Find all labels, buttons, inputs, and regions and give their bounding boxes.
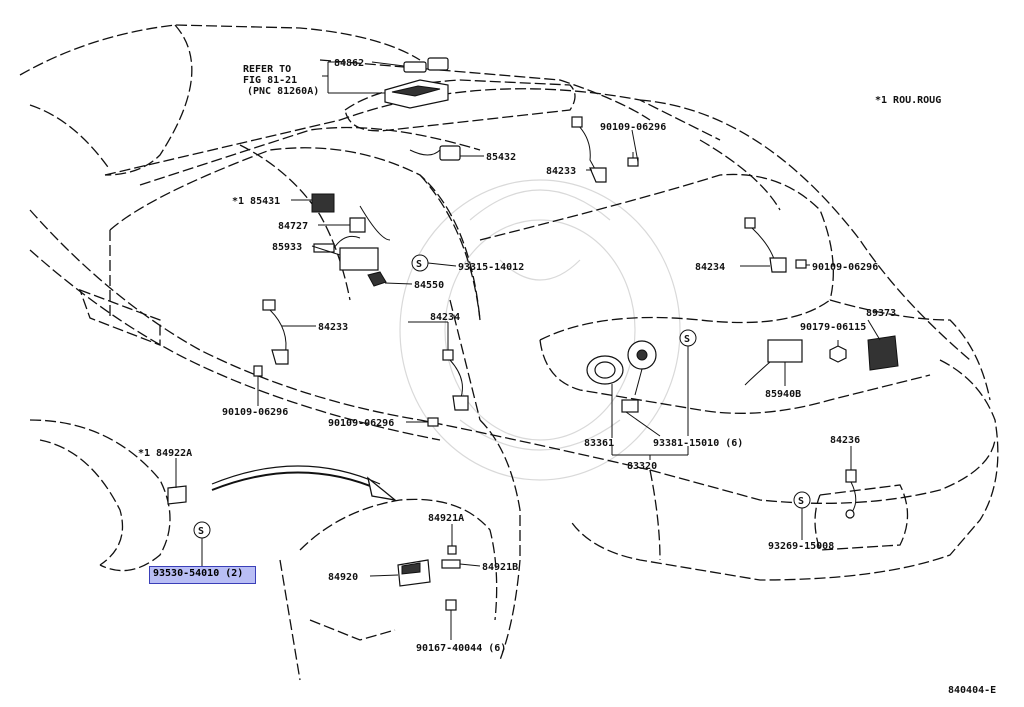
part-90167-screw[interactable] (445, 599, 457, 611)
label-84862[interactable]: 84862 (334, 58, 364, 69)
label-93381[interactable]: 93381-15010 (6) (653, 438, 743, 449)
label-84727[interactable]: 84727 (278, 221, 308, 232)
part-85431-switch[interactable] (311, 193, 335, 213)
part-84550-clip[interactable] (367, 271, 387, 287)
part-83361-gasket[interactable] (586, 355, 624, 385)
s-symbol-93381: S (679, 329, 697, 347)
part-84922a-switch[interactable] (167, 485, 187, 505)
s-symbol-93315: S (411, 254, 429, 272)
part-84233-b-sensor[interactable] (262, 299, 289, 365)
label-89373[interactable]: 89373 (866, 308, 896, 319)
part-84234-b-sensor[interactable] (442, 349, 469, 411)
label-84233-b[interactable]: 84233 (318, 322, 348, 333)
part-89373-unit[interactable] (867, 335, 899, 371)
part-83320-sender-gauge[interactable] (621, 340, 657, 413)
part-84234-a-sensor[interactable] (744, 217, 787, 273)
part-84727-wire[interactable] (349, 205, 391, 241)
part-84862-connector[interactable] (403, 57, 449, 73)
label-84550[interactable]: 84550 (414, 280, 444, 291)
label-84233-a[interactable]: 84233 (546, 166, 576, 177)
label-85431[interactable]: *1 85431 (232, 196, 280, 207)
label-84234-b[interactable]: 84234 (430, 312, 460, 323)
watermark-emblem (399, 179, 681, 481)
label-84921b[interactable]: 84921B (482, 562, 518, 573)
svg-text:S: S (684, 334, 690, 345)
part-85432-harness[interactable] (409, 145, 461, 161)
part-85933-module[interactable] (313, 235, 379, 271)
svg-text:S: S (198, 526, 204, 537)
label-84921a[interactable]: 84921A (428, 513, 464, 524)
title-note: *1 ROU.ROUG (875, 95, 941, 106)
label-90109-c[interactable]: 90109-06296 (222, 407, 288, 418)
refer-note-line1: REFER TO (243, 64, 291, 75)
part-roof-console[interactable] (384, 79, 449, 109)
svg-text:S: S (798, 496, 804, 507)
part-90179-nut[interactable] (829, 345, 847, 363)
label-84922a[interactable]: *1 84922A (138, 448, 192, 459)
label-90167[interactable]: 90167-40044 (6) (416, 643, 506, 654)
part-84236-switch[interactable] (845, 469, 857, 519)
part-number-labels: *1 ROU.ROUG REFER TO FIG 81-21 (PNC 8126… (138, 58, 996, 696)
svg-text:S: S (416, 259, 422, 270)
s-symbol-93269: S (793, 491, 811, 509)
label-90179[interactable]: 90179-06115 (800, 322, 866, 333)
refer-note-line2: FIG 81-21 (243, 75, 297, 86)
part-84921b-clip[interactable] (441, 559, 461, 569)
label-84234-a[interactable]: 84234 (695, 262, 725, 273)
label-93530-highlighted[interactable]: 93530-54010 (2) (153, 568, 244, 579)
transfer-arrow (211, 465, 398, 502)
part-84233-a-sensor[interactable] (571, 116, 607, 183)
label-83320[interactable]: 83320 (627, 461, 657, 472)
part-85940b-buzzer[interactable] (744, 339, 803, 386)
refer-note-line3: (PNC 81260A) (247, 86, 319, 97)
label-93269[interactable]: 93269-15008 (768, 541, 834, 552)
part-84920-switch[interactable] (397, 559, 431, 587)
highlighted-part-box[interactable] (149, 566, 256, 584)
leader-lines (175, 61, 881, 640)
diagram-code: 840404-E (948, 685, 996, 696)
s-symbol-93530: S (193, 521, 211, 539)
label-93315[interactable]: 93315-14012 (458, 262, 524, 273)
label-83361[interactable]: 83361 (584, 438, 614, 449)
part-bolt-c[interactable] (253, 365, 263, 377)
label-84236[interactable]: 84236 (830, 435, 860, 446)
label-90109-a[interactable]: 90109-06296 (600, 122, 666, 133)
label-90109-d[interactable]: 90109-06296 (328, 418, 394, 429)
label-85933[interactable]: 85933 (272, 242, 302, 253)
label-90109-b[interactable]: 90109-06296 (812, 262, 878, 273)
part-84921a-clip[interactable] (447, 545, 457, 555)
label-85432[interactable]: 85432 (486, 152, 516, 163)
part-bolt-d[interactable] (427, 417, 439, 427)
label-85940b[interactable]: 85940B (765, 389, 801, 400)
part-bolt-b[interactable] (795, 259, 807, 269)
label-84920[interactable]: 84920 (328, 572, 358, 583)
